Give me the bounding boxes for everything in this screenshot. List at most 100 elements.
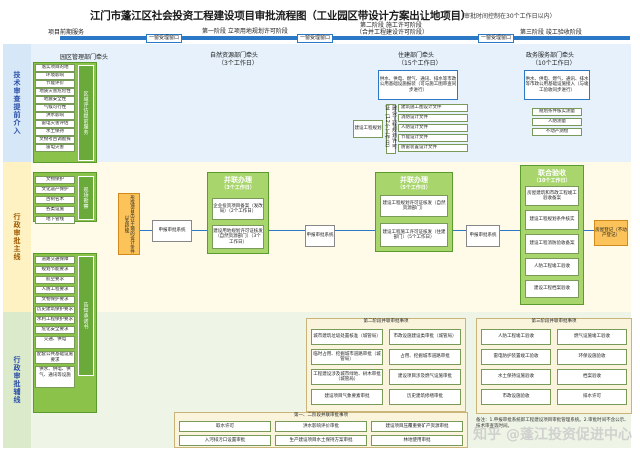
- connector-arrow: [192, 230, 207, 231]
- accept-system-2: 申报审批系统: [305, 225, 335, 247]
- pre-service-item: 文物保护: [35, 176, 75, 184]
- panel-3-item: 林地使用审批: [371, 435, 463, 446]
- phase-2-doc: 建筑施工图设计文件: [398, 104, 468, 112]
- pre-service-item: 水利工程保护要求: [35, 316, 75, 324]
- phase-3-joint-panel: 联合验收 （10个工作日） 房屋建筑和市政工程竣工验收备案 建设工程规划条件核实…: [520, 165, 584, 305]
- page-title: 江门市蓬江区社会投资工程建设项目审批流程图（工业园区带设计方案出让地项目）: [90, 10, 472, 22]
- pre-service-item: 文物考古调勘探: [35, 136, 75, 144]
- lane-1-bg: [3, 44, 631, 162]
- phase-2-dept: 住建部门牵头: [398, 52, 435, 59]
- phase-3-item: 房屋建筑和市政工程竣工验收备案: [525, 186, 579, 206]
- pre-service-item: 配套公共基础设施要求: [35, 351, 75, 364]
- panel-3-item: 生产建设项目水土保持方案审批: [275, 435, 367, 446]
- panel-3-item: 建设项目压覆重要矿产资源审批: [371, 421, 463, 432]
- phase-2-doc: 人防设计文件: [398, 124, 468, 132]
- pre-service-item: 地质灾害危险性: [35, 88, 75, 96]
- phase-3-joint-title: 联合验收: [538, 169, 566, 177]
- page-subtitle: （审批时间控制在30个工作日以内）: [458, 13, 556, 20]
- pre-service-item: 文物保护要求: [35, 296, 75, 304]
- phase-1-parallel-days: （3个工作日）: [221, 185, 255, 191]
- pre-service-item: 规划节能要求: [35, 266, 75, 274]
- pre-service-item: 危化安全要求: [35, 326, 75, 334]
- watermark: 知乎 @蓬江投资促进中心: [473, 427, 632, 443]
- pre-services-panel-2: 文物保护 文化遗产保护 古树名木 各类设施 地下管线 现场勘察: [33, 172, 97, 224]
- phase-2-docs: 建筑施工图设计文件 消防设计文件 人防设计文件 节能设计文件 防雷装置设计文件: [398, 104, 468, 152]
- panel-1-item: 城市建筑垃圾处置核准（城管局）: [311, 329, 383, 345]
- pre-service-item: 文化遗产保护: [35, 186, 75, 194]
- panel-2-item: 水土保持设施验收: [481, 369, 551, 385]
- panel-2-item: 环保设施验收: [557, 349, 627, 365]
- pre-service-item: 各类设施: [35, 206, 75, 214]
- panel-1-item: 市政设施建设类审批（城管局）: [389, 329, 461, 345]
- pre-service-item: 供水、供电、供气、通讯等设施: [35, 366, 75, 388]
- phase-1-parallel-title: 并联办理: [224, 176, 252, 184]
- phase-3-item: 建设工程规划条件核实: [525, 210, 579, 230]
- panel-phase-1-2-items: 第一、二阶段并联审批事项 取水许可 洪水影响评价审批 建设项目压覆重要矿产资源审…: [174, 412, 468, 448]
- connector-arrow: [140, 230, 152, 231]
- panel-2-item: 档案验收: [557, 369, 627, 385]
- phase-3-utilities-box: 供水、供电、燃气、通讯、排水等市政公用基础设施接入（与竣工验收同步进行）: [524, 70, 590, 100]
- phase-2-sublabel: （合并工程建设许可阶段）: [356, 29, 429, 36]
- panel-2-item: 排水许可: [557, 389, 627, 405]
- pre-service-item: 地震安全性: [35, 96, 75, 104]
- phase-3-doc: 不动产测绘: [532, 128, 582, 136]
- panel-3-item: 入河排污口设置审批: [179, 435, 271, 446]
- phase-1-dept: 自然资源部门牵头: [210, 52, 259, 59]
- stage-tag-3: 一窗受理窗口: [478, 34, 515, 43]
- pre-service-item: 地下管线: [35, 216, 75, 224]
- panel-2-item: 雷电防护装置竣工验收: [481, 349, 551, 365]
- connector-arrow: [335, 230, 375, 231]
- pre-service-item: 历史建筑保护要求: [35, 306, 75, 314]
- phase-3-doc: 规划条件核实测量: [532, 108, 582, 116]
- phase-2-doc: 节能设计文件: [398, 134, 468, 142]
- phase-3-doc: 人防测量: [532, 118, 582, 126]
- phase-2-parallel-panel: 并联办理 （5个工作日） 建设工程规划许可证核发（自然资源部门） 建设工程施工许…: [375, 172, 453, 252]
- connector-arrow: [269, 230, 305, 231]
- panel-2-item: 市政设施验收: [481, 389, 551, 405]
- phase-1-days: （3个工作日）: [218, 60, 258, 67]
- pre-service-item: 古树名木: [35, 196, 75, 204]
- pre-service-item: 水土保持: [35, 128, 75, 136]
- phase-2-label: 第二阶段 施工许可阶段: [360, 22, 422, 29]
- phase-2-item: 建设工程规划许可证核发（自然资源部门）: [380, 195, 448, 217]
- pre-service-item: 环境影响: [35, 72, 75, 80]
- phase-3-label: 第三阶段 竣工验收阶段: [520, 29, 582, 36]
- stage-tag-2: 一窗受理窗口: [297, 34, 334, 43]
- lane-1-label: 技术审查提前介入: [3, 44, 31, 162]
- panel-phase-3-items: 第三阶段并联审批事项 人防工程竣工验收 燃气设施竣工验收 雷电防护装置竣工验收 …: [476, 318, 632, 414]
- phase-3-item: 人防工程竣工验收: [525, 258, 579, 276]
- accept-system-3: 申报审批系统: [466, 225, 500, 247]
- pre-service-item: 交通、供电: [35, 336, 75, 349]
- phase-bar: [60, 36, 630, 40]
- phase-1-item: 建设用地规划许可证核发（自然资源部门）（3个工作日）: [212, 225, 264, 249]
- phase-2-utilities-box: 供水、供电、燃气、通讯、排水等市政公用基础设施报装（可与施工图审查同步进行）: [378, 70, 458, 100]
- pre-side-label-3: 告知承诺书: [78, 256, 94, 376]
- connector-arrow: [500, 230, 520, 231]
- pre-side-label-2: 现场勘察: [78, 176, 94, 220]
- phase-2-days: （15个工作日）: [398, 60, 442, 67]
- pre-side-label-1: 区域评估提前服务: [78, 65, 94, 161]
- phase-3-docs: 规划条件核实测量 人防测量 不动产测绘: [532, 108, 582, 136]
- pre-service-item: 雷电灾害评估: [35, 120, 75, 128]
- connector-arrow: [453, 230, 466, 231]
- pre-output-box: 形成项目出让土地的设计条件以及控规: [118, 193, 140, 255]
- park-dept-head: 园区管理部门牵头: [60, 54, 109, 61]
- pre-service-item: 人防工程要求: [35, 286, 75, 294]
- pre-service-item: 雷电灾害: [35, 144, 75, 152]
- panel-2-item: 人防工程竣工验收: [481, 329, 551, 345]
- panel-1-item: 建设项目涉及燃气设施审批: [389, 369, 461, 385]
- phase-3-dept: 政务服务部门牵头: [526, 52, 575, 59]
- phase-2-parallel-days: （5个工作日）: [397, 185, 431, 191]
- lane-2-label: 行政审批主线: [3, 162, 31, 312]
- pre-service-item: 航空要求: [35, 276, 75, 284]
- pre-service-item: 气候可行性: [35, 104, 75, 112]
- phase-3-output-box: 房屋登记（不动产登记）: [594, 220, 628, 246]
- phase-3-item: 建设工程档案验收: [525, 280, 579, 298]
- phase-2-label-box: 建设工程规划: [353, 120, 383, 138]
- pre-services-panel-1: 落实项目的地 环境影响 节能评价 地质灾害危险性 地震安全性 气候可行性 洪水影…: [33, 62, 97, 163]
- panel-1-item: 工程建设涉及城市绿地、树木审批（城管局）: [311, 369, 383, 385]
- panel-1-title: 第二阶段并联审批事项: [363, 319, 409, 324]
- panel-3-item: 洪水影响评价审批: [275, 421, 367, 432]
- panel-phase-2-items: 第二阶段并联审批事项 城市建筑垃圾处置核准（城管局） 市政设施建设类审批（城管局…: [306, 318, 466, 412]
- stage-tag-1: 一窗受理窗口: [146, 34, 183, 43]
